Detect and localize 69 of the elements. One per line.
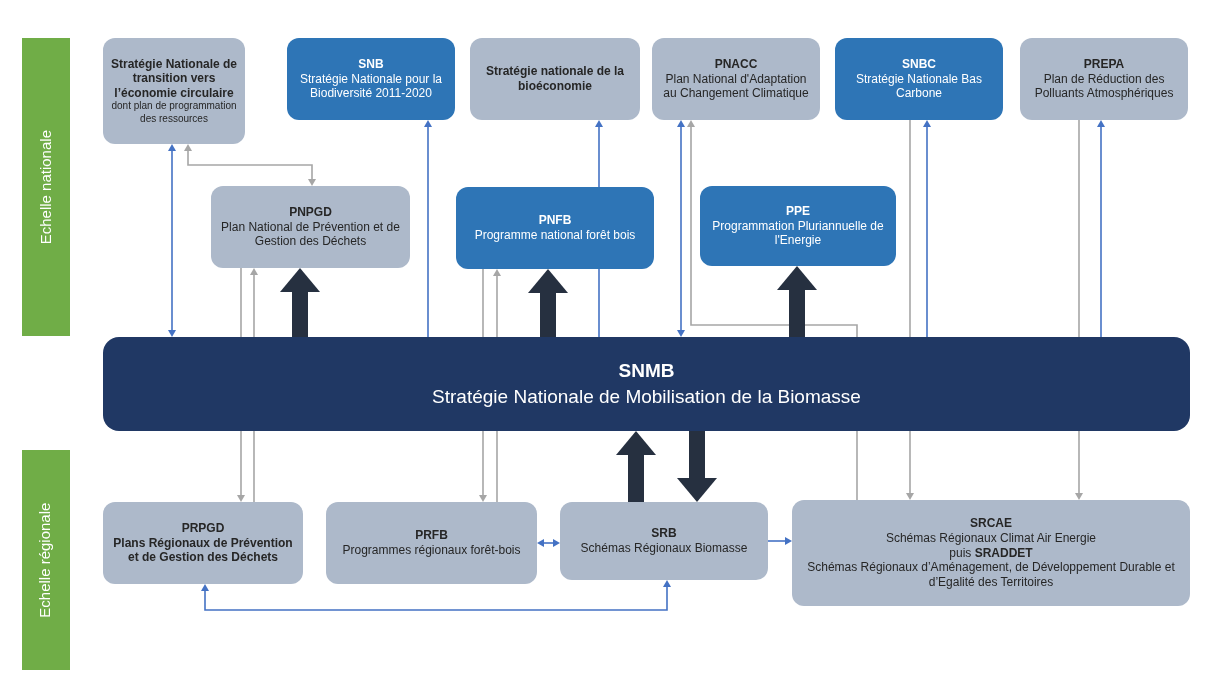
box-text: Stratégie Nationale de Mobilisation de la Biomasse [432,385,861,409]
acronym-title: SNBC [902,57,936,72]
scale-label: Echelle régionale [36,502,55,618]
box-text: Programmes régionaux forêt-bois [342,543,521,558]
box-text: Programme national forêt bois [474,228,636,243]
acronym-title: PNFB [538,213,572,228]
connector-arrow [479,430,487,502]
block-arrow [280,268,320,337]
regional-plan-box [326,502,537,584]
box-text: Stratégie nationale de la bioéconomie [484,64,625,94]
box-text: Stratégie Nationale de transition vers l’économie circulaire [109,56,238,101]
connector-arrow [184,144,316,186]
box-text: puis SRADDET [949,545,1033,561]
strategy-box [103,38,245,144]
box-text: Schémas Régionaux Biomasse [580,541,748,556]
scale-band [22,38,70,336]
connector-arrow [168,144,176,337]
block-arrow [616,431,656,502]
strategy-box [1020,38,1188,120]
acronym-title: SNB [358,57,384,72]
connector-arrow [677,120,685,337]
strategy-box [287,38,455,120]
connector-arrow [1097,120,1105,338]
box-text: dont plan de programmation des ressources [110,100,238,126]
connector-arrow [537,539,560,547]
block-arrow [528,269,568,337]
acronym-title: PRFB [415,528,448,543]
connector-arrow [493,269,501,338]
regional-plan-box [560,502,768,580]
strategy-box [470,38,640,120]
connector-arrow [201,580,671,611]
box-text: Stratégie Nationale Bas Carbone [854,71,984,101]
central-strategy-bar [103,337,1190,431]
acronym-title: SRB [651,526,677,541]
connector-arrow [906,430,914,500]
connector-arrow [424,120,432,338]
acronym-title: SRCAE [970,516,1012,532]
acronym-title: SNMB [618,359,675,384]
box-text: Schémas Régionaux d’Aménagement, de Développement Durable et d’Egalité des Territoires [806,560,1176,590]
connector-arrow [923,120,931,338]
box-text: Plan de Réduction des Polluants Atmosphériques [1033,71,1175,101]
plan-box [211,186,410,268]
connector-arrow [250,268,258,338]
block-arrow [677,431,717,502]
plan-box [456,187,654,269]
box-text: Programmation Pluriannuelle de l'Energie [711,218,885,248]
acronym-title: PREPA [1083,57,1125,72]
connector-arrow [1075,430,1083,500]
box-text: Plans Régionaux de Prévention et de Gestion des Déchets [112,535,294,565]
scale-label: Echelle nationale [36,129,55,245]
connector-arrow [595,120,603,188]
plan-box [700,186,896,266]
strategy-box [652,38,820,120]
box-text: Stratégie Nationale pour la Biodiversité 2011-2020 [298,71,444,101]
connector-arrow [237,430,245,502]
box-text: Schémas Régionaux Climat Air Energie [885,531,1097,546]
box-text: Plan National de Prévention et de Gestion des Déchets [220,219,401,249]
acronym-title: PPE [786,204,810,219]
acronym-title: PRPGD [181,521,225,536]
box-text: Plan National d'Adaptation au Changement Climatique [662,71,810,101]
connector-arrow [767,537,792,545]
strategy-box [835,38,1003,120]
block-arrow [777,266,817,337]
regional-plan-box [103,502,303,584]
scale-band [22,450,70,670]
regional-plan-box [792,500,1190,606]
acronym-title: PNACC [714,57,758,72]
connector-arrow [687,120,858,338]
acronym-title: PNPGD [289,205,332,220]
